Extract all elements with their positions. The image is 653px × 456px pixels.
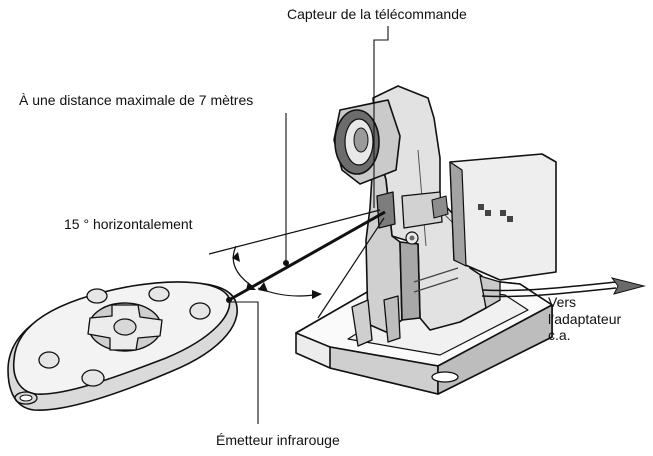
angle-arrow-icon (312, 290, 322, 299)
ac-adapter-label-line1: Vers (548, 294, 577, 310)
angle-arc-right (257, 287, 321, 297)
angle-arrow-icon (246, 282, 256, 290)
angle-arrow-icon (258, 282, 268, 292)
remote-sensor-label: Capteur de la télécommande (287, 6, 467, 22)
emitter-leader (229, 301, 259, 424)
adapter-cable (481, 277, 646, 298)
horizontal-angle-label: 15 ° horizontalement (64, 216, 193, 232)
ac-adapter-label-line2: l’adaptateur (548, 310, 622, 327)
sensor-leader (373, 26, 389, 208)
camcorder (333, 85, 557, 347)
max-distance-label: À une distance maximale de 7 mètres (19, 92, 254, 108)
ac-adapter-label-line3: c.a. (548, 327, 571, 343)
adapter-arrow-icon (610, 277, 646, 295)
infrared-emitter-label: Émetteur infrarouge (216, 432, 340, 448)
angle-arrow-icon (232, 252, 240, 262)
angle-arc-left (232, 245, 253, 287)
angle-line-lower (317, 217, 385, 319)
beam-line (228, 210, 386, 302)
remote-control (7, 281, 238, 411)
angle-line-upper (208, 209, 381, 255)
infrared-beam (208, 209, 386, 319)
ac-adapter-label: Vers l’adaptateur c.a. (548, 294, 648, 344)
leader-lines (229, 26, 389, 424)
